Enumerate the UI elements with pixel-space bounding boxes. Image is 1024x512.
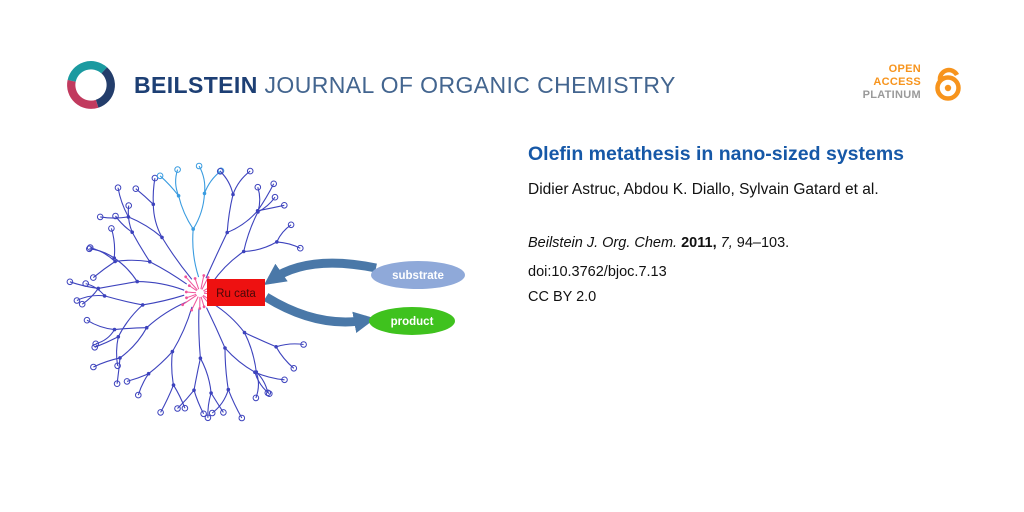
citation-year: 2011,	[681, 235, 717, 251]
article-info: Olefin metathesis in nano-sized systems …	[528, 142, 980, 305]
beilstein-logo-icon	[67, 61, 115, 109]
open-access-badge: OPEN ACCESS PLATINUM	[863, 60, 968, 104]
citation-line: Beilstein J. Org. Chem. 2011, 7, 94–103.	[528, 235, 980, 251]
substrate-arrow	[263, 258, 377, 285]
oa-line-open: OPEN	[888, 62, 921, 75]
oa-line-platinum: PLATINUM	[862, 88, 921, 101]
journal-header: BEILSTEIN JOURNAL OF ORGANIC CHEMISTRY	[64, 56, 676, 114]
open-access-lock-icon	[935, 67, 961, 101]
journal-title-bold: BEILSTEIN	[134, 71, 258, 98]
ru-cata-label: Ru cata	[216, 288, 256, 300]
graphical-abstract: Ru cata substrate product	[50, 130, 490, 466]
citation-pages: 94–103.	[736, 235, 790, 251]
dendrimer-branches	[66, 162, 307, 422]
product-label: product	[391, 316, 434, 328]
article-authors: Didier Astruc, Abdou K. Diallo, Sylvain …	[528, 181, 879, 198]
ru-cata-box	[207, 279, 265, 306]
dendrimer-figure: Ru cata substrate product	[66, 162, 465, 422]
substrate-label: substrate	[392, 270, 444, 282]
substrate-ellipse	[371, 261, 465, 289]
journal-title: BEILSTEIN JOURNAL OF ORGANIC CHEMISTRY	[134, 72, 676, 99]
oa-line-access: ACCESS	[873, 75, 921, 88]
article-title[interactable]: Olefin metathesis in nano-sized systems	[528, 143, 905, 165]
license: CC BY 2.0	[528, 289, 597, 305]
citation-journal: Beilstein J. Org. Chem.	[528, 235, 678, 251]
journal-title-rest: JOURNAL OF ORGANIC CHEMISTRY	[264, 71, 676, 98]
citation-volume: 7,	[720, 235, 733, 251]
product-ellipse	[369, 307, 455, 335]
open-access-text: OPEN ACCESS PLATINUM	[863, 63, 921, 102]
product-arrow	[263, 293, 376, 333]
doi: doi:10.3762/bjoc.7.13	[528, 264, 667, 280]
